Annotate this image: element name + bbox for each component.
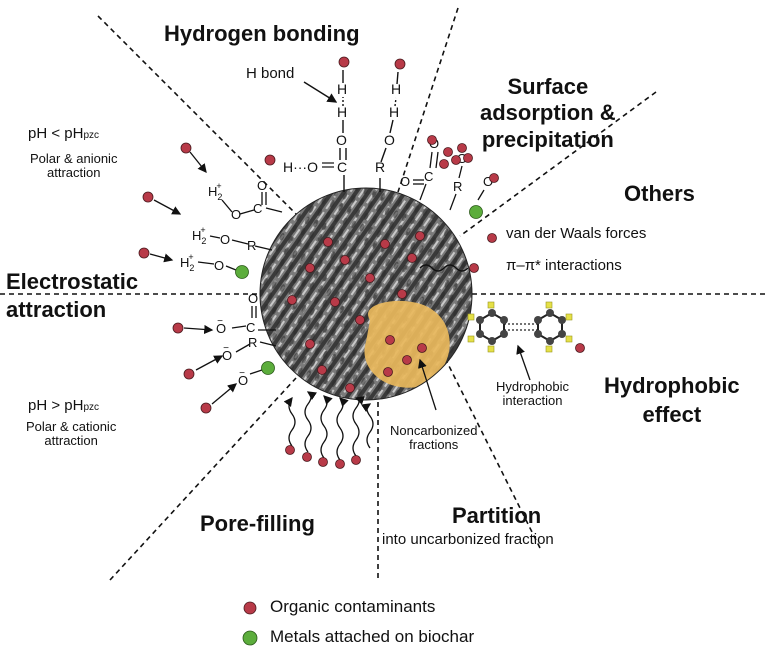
svg-text:C: C xyxy=(424,169,433,184)
title-hydrophobic-effect: Hydrophobic effect xyxy=(604,373,740,427)
atom-o: O xyxy=(384,132,395,148)
svg-text:O: O xyxy=(483,174,493,189)
metal-dot-icon xyxy=(242,630,258,646)
svg-text:O−: O− xyxy=(216,316,226,336)
surface-dots xyxy=(427,135,499,243)
label-noncarbonized-fractions: Noncarbonized fractions xyxy=(390,423,478,453)
atom-h: H xyxy=(337,81,347,97)
atom-h: H xyxy=(391,81,401,97)
label-van-der-waals: van der Waals forces xyxy=(506,225,647,242)
organic-dots-inner xyxy=(287,231,427,393)
legend-organic-contaminants: Organic contaminants xyxy=(270,597,436,616)
label-polar-cationic: Polar & cationic attraction xyxy=(26,419,117,449)
surface-adsorption-structures xyxy=(413,151,485,211)
hydrogen-atoms: C O H H H···O R O H H xyxy=(283,81,401,175)
svg-text:O: O xyxy=(214,258,224,273)
svg-text:R: R xyxy=(247,238,256,253)
noncarbonized-pointer xyxy=(418,358,437,411)
organic-contaminant-dot-icon xyxy=(243,601,257,615)
svg-text:C: C xyxy=(253,201,262,216)
svg-text:O: O xyxy=(257,178,267,193)
electrostatic-lower-dots xyxy=(172,322,212,414)
atom-c: C xyxy=(337,159,347,175)
title-others: Others xyxy=(624,181,695,206)
legend-metals: Metals attached on biochar xyxy=(270,627,475,646)
svg-text:O−: O− xyxy=(238,368,248,388)
pore-filling-dots xyxy=(285,445,361,469)
biochar-sphere xyxy=(259,187,473,401)
svg-text:O−: O− xyxy=(222,343,232,363)
atom-r: R xyxy=(375,159,385,175)
hydrogen-bonding-structures xyxy=(303,70,399,192)
svg-text:O: O xyxy=(248,291,258,306)
metal-dot-icon xyxy=(261,361,275,375)
label-polar-anionic: Polar & anionic attraction xyxy=(30,151,118,181)
hydrophobic-molecule xyxy=(467,301,585,381)
svg-text:O: O xyxy=(457,151,467,166)
atom-h-o: H···O xyxy=(283,159,318,175)
svg-text:H2+: H2+ xyxy=(180,252,194,273)
partition-subtitle: into uncarbonized fraction xyxy=(382,531,554,548)
atom-h: H xyxy=(389,104,399,120)
sector-divider-lines xyxy=(0,7,765,581)
title-pore-filling: Pore-filling xyxy=(200,511,315,536)
svg-text:R: R xyxy=(248,335,257,350)
label-h-bond: H bond xyxy=(246,65,295,82)
electrostatic-upper-dots xyxy=(138,142,192,259)
svg-text:O: O xyxy=(231,207,241,222)
noncarbonized-fraction-blob xyxy=(364,300,450,388)
label-ph-low: pH < pHpzc xyxy=(28,125,100,142)
svg-text:O: O xyxy=(220,232,230,247)
svg-text:H2+: H2+ xyxy=(192,225,206,246)
pore-filling-arrows xyxy=(283,391,374,461)
label-ph-high: pH > pHpzc xyxy=(28,397,100,414)
svg-text:H2+: H2+ xyxy=(208,181,222,202)
title-surface-adsorption: Surface adsorption & precipitation xyxy=(480,74,616,152)
pipi-wave-icon xyxy=(419,264,469,272)
organic-contaminant-dot-icon xyxy=(469,263,479,273)
title-hydrogen-bonding: Hydrogen bonding xyxy=(164,21,360,46)
title-partition: Partition xyxy=(452,503,542,528)
label-pi-pi: π–π* interactions xyxy=(506,257,622,274)
electrostatic-upper-atoms: H2+ O C O H2+ O R H2+ O xyxy=(180,178,267,273)
title-electrostatic-attraction: Electrostatic attraction xyxy=(6,269,139,322)
electrostatic-lower-structures xyxy=(183,306,277,405)
svg-text:O: O xyxy=(400,174,410,189)
metal-dot-icon xyxy=(469,205,483,219)
svg-text:R: R xyxy=(453,179,462,194)
electrostatic-upper-structures xyxy=(149,151,283,271)
label-hydrophobic-interaction: Hydrophobic interaction xyxy=(496,379,569,409)
svg-text:C: C xyxy=(246,320,255,335)
atom-h: H xyxy=(337,104,347,120)
hydrogen-dots xyxy=(264,56,406,166)
electrostatic-lower-atoms: O− C O O− R O− xyxy=(216,291,258,388)
atom-o: O xyxy=(336,132,347,148)
metal-dot-icon xyxy=(235,265,249,279)
